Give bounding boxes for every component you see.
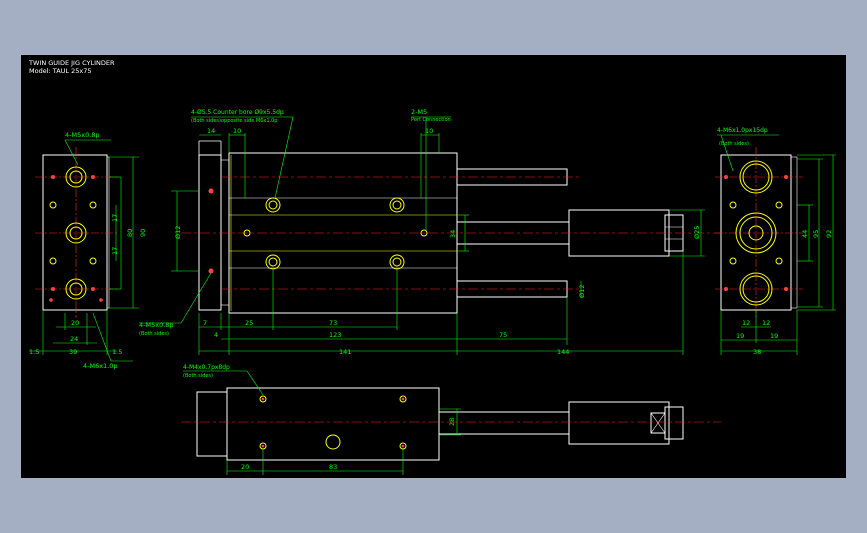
bottom-view	[181, 387, 721, 461]
callout-right-top: 4-M6x1.0px15dp	[717, 127, 768, 134]
dim-main-73: 73	[329, 319, 337, 327]
dim-left-20: 20	[71, 319, 79, 327]
right-view-dimensions	[717, 134, 836, 355]
dim-right-19a: 19	[736, 332, 744, 340]
dim-main-14: 14	[207, 127, 215, 135]
bottom-view-dimensions	[183, 370, 461, 475]
callout-bottom-view-sub: (Both sides)	[183, 373, 213, 379]
dim-main-phi25: Ø25	[693, 226, 701, 239]
dim-main-141: 141	[339, 348, 351, 356]
main-side-view	[181, 140, 721, 314]
callout-counter-bore-sub: (Both sides)opposite side M6x1.0p	[191, 118, 277, 124]
dim-left-39: 39	[69, 348, 77, 356]
dim-main-7: 7	[203, 319, 207, 327]
drawing-canvas: TWIN GUIDE JIG CYLINDER Model: TAUL 25x7…	[21, 55, 846, 478]
dim-main-75: 75	[499, 331, 507, 339]
dim-main-4: 4	[214, 331, 218, 339]
dim-bottom-28: 28	[448, 418, 456, 426]
dim-right-44: 44	[801, 230, 809, 238]
callout-port: 2-M5	[411, 108, 427, 116]
dim-right-38: 38	[753, 348, 761, 356]
dim-main-34: 34	[449, 230, 457, 238]
dim-bottom-83: 83	[329, 463, 337, 471]
dim-main-10a: 10	[233, 127, 241, 135]
drawing-title: TWIN GUIDE JIG CYLINDER	[28, 59, 115, 67]
callout-right-top-sub: (Both sides)	[719, 141, 749, 147]
dim-right-19b: 19	[770, 332, 778, 340]
dim-left-1-5b: 1.5	[112, 348, 122, 356]
callout-left-top: 4-M5x0.8p	[65, 131, 100, 139]
dim-left-1-5a: 1.5	[29, 348, 39, 356]
callout-left-bottom-b: 4-M6x1.0p	[83, 362, 118, 370]
right-end-view	[715, 147, 803, 317]
left-view-dimensions	[29, 139, 139, 362]
callout-counter-bore: 4-Ø5.5 Counter bore Ø9x5.5dp	[191, 109, 284, 116]
dim-bottom-20: 20	[241, 463, 249, 471]
drawing-model: Model: TAUL 25x75	[29, 67, 92, 75]
callout-left-bottom-a-sub: (Both sides)	[139, 331, 169, 337]
dim-main-144: 144	[557, 348, 569, 356]
dim-right-12a: 12	[742, 319, 750, 327]
callout-port-sub: Port Connection	[411, 117, 451, 123]
dim-main-phi12b: Ø12	[578, 285, 586, 298]
dim-right-95: 95	[812, 230, 820, 238]
main-view-dimensions	[139, 116, 705, 355]
left-end-view	[35, 147, 117, 318]
dim-main-10b: 10	[425, 127, 433, 135]
dim-left-80: 80	[126, 229, 134, 237]
dim-left-17b: 17	[111, 247, 119, 255]
callout-bottom-view: 4-M4x0.7px8dp	[183, 364, 230, 371]
dim-main-phi12a: Ø12	[174, 226, 182, 239]
dim-main-25: 25	[245, 319, 253, 327]
dim-right-12b: 12	[762, 319, 770, 327]
dim-left-90: 90	[139, 229, 147, 237]
callout-left-bottom-a: 4-M5x0.8p	[139, 321, 174, 329]
dim-left-17a: 17	[111, 214, 119, 222]
dim-right-92: 92	[825, 230, 833, 238]
dim-left-24: 24	[70, 335, 78, 343]
dim-main-123: 123	[329, 331, 341, 339]
